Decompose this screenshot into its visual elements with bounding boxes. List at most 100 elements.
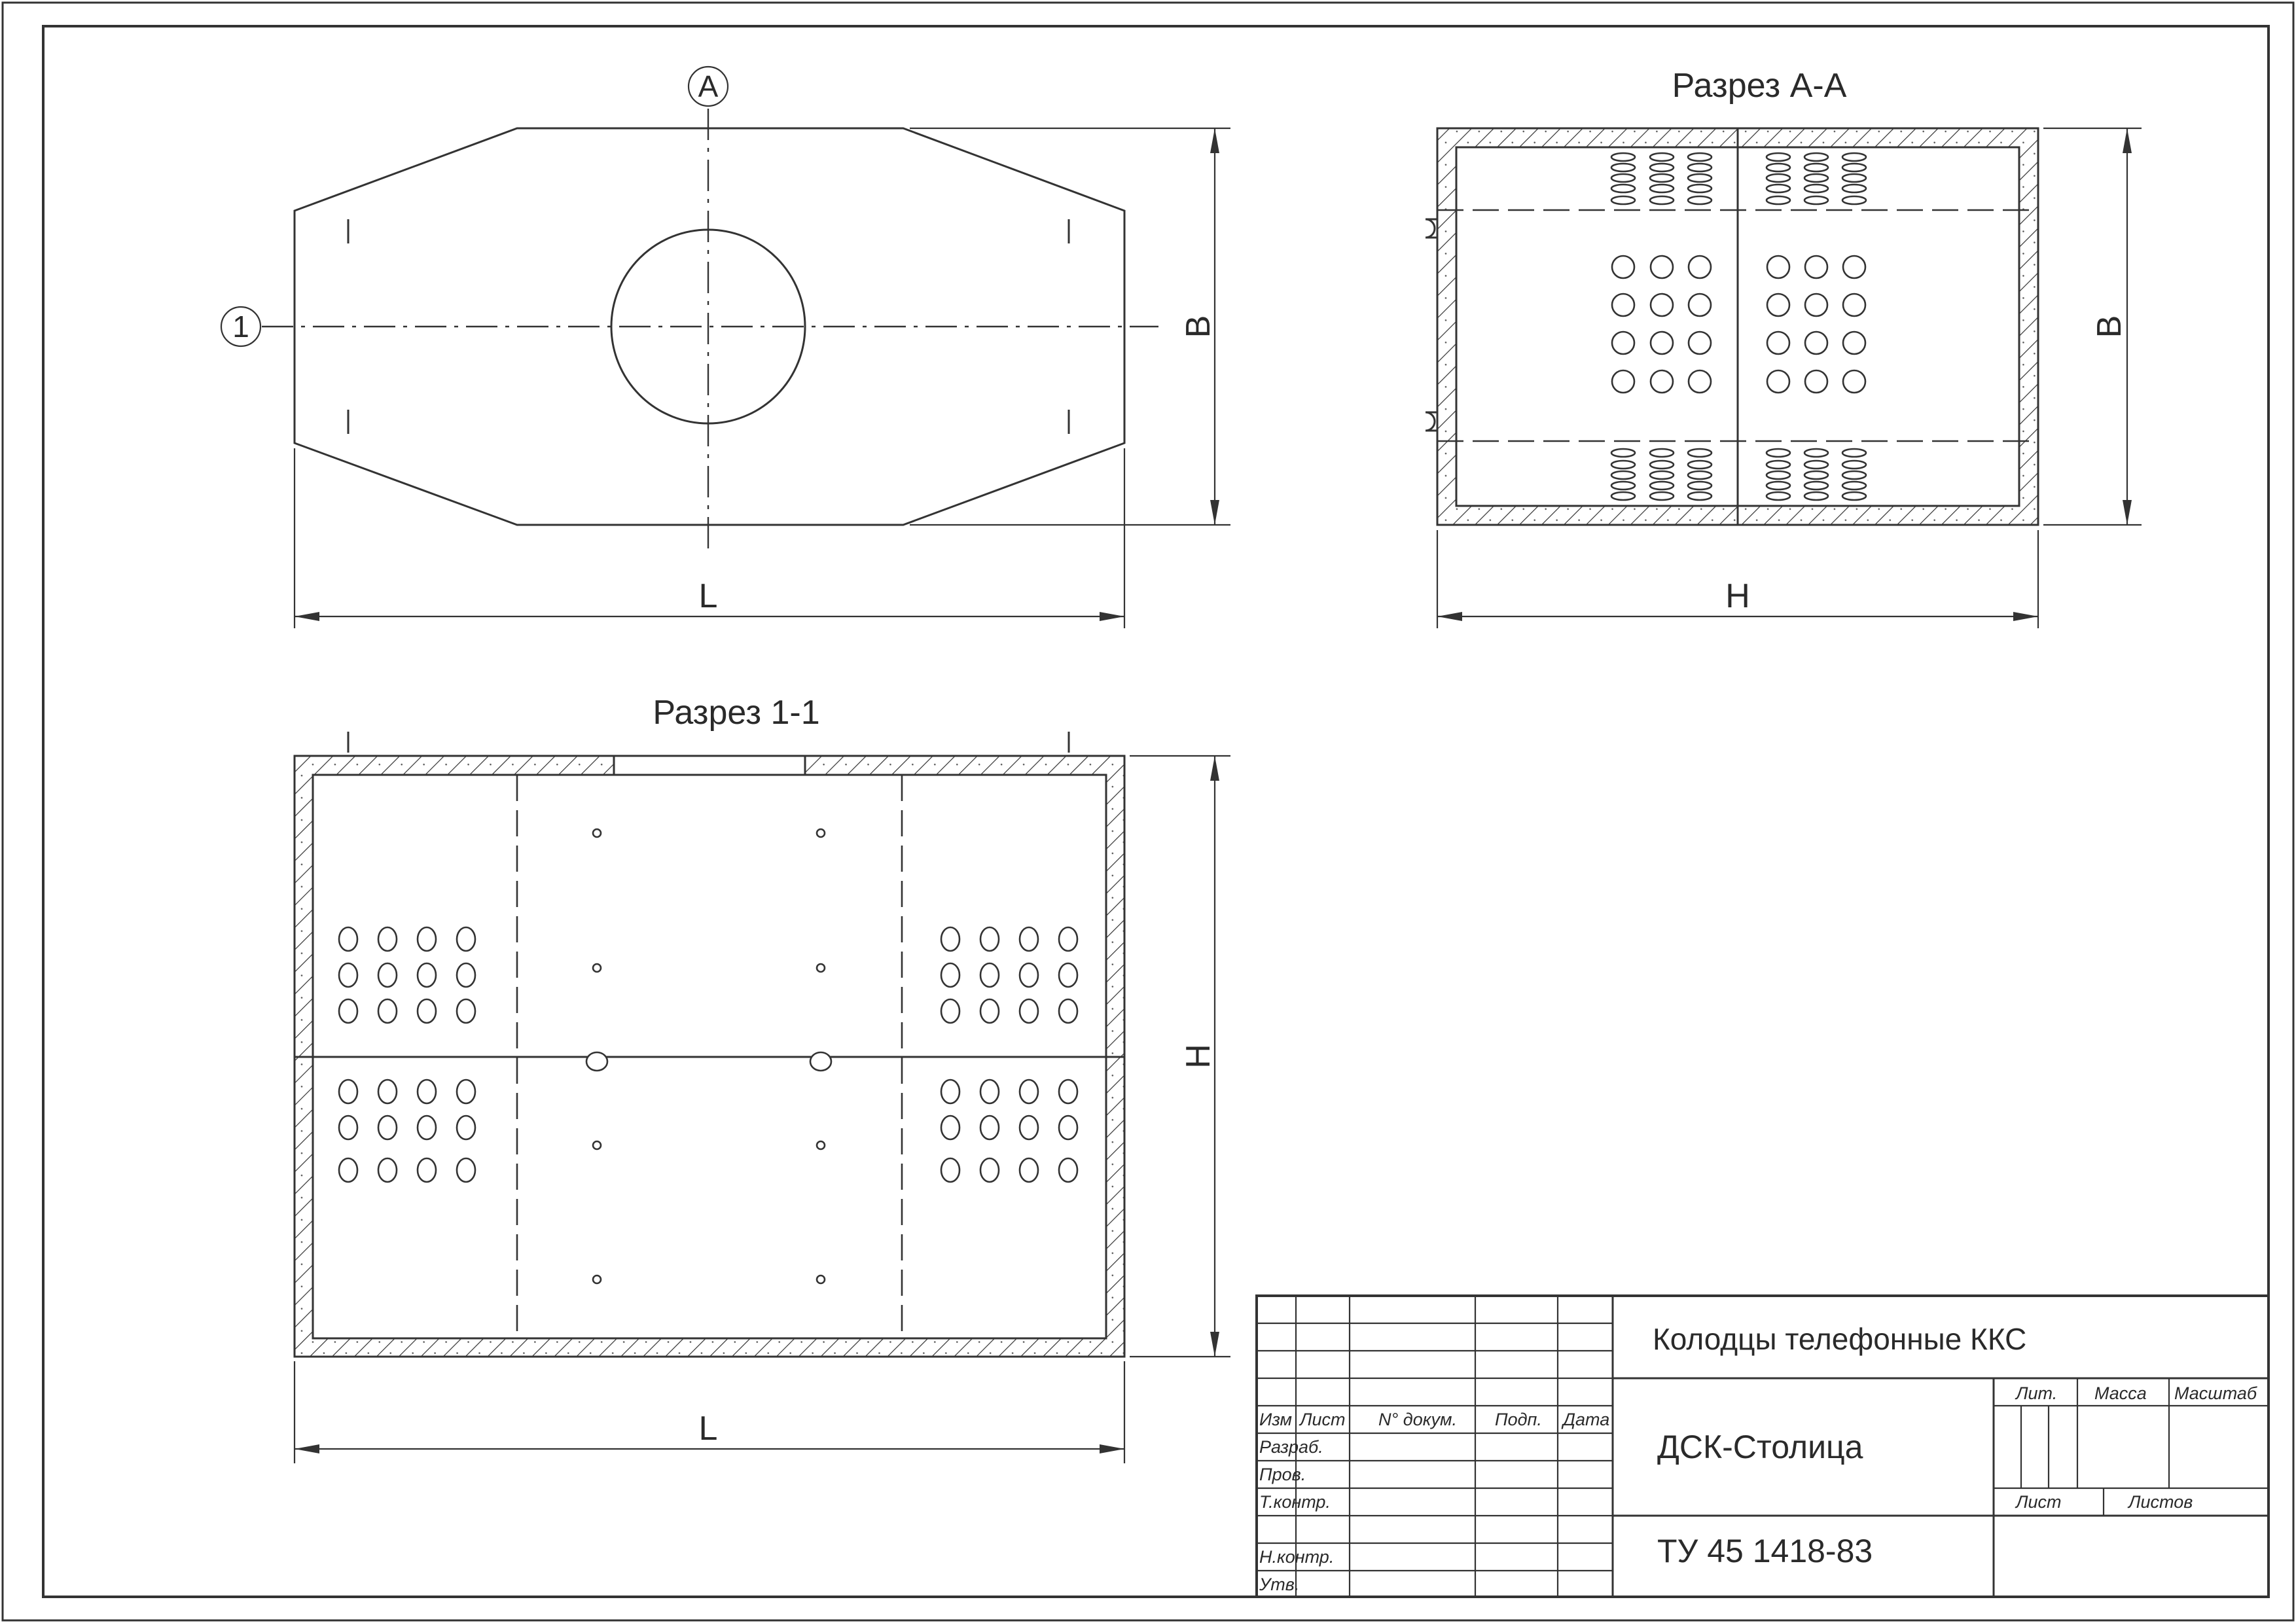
hole-ellipse — [1649, 162, 1675, 173]
anchor-point — [592, 828, 602, 838]
hole-ellipse — [377, 998, 398, 1024]
hole-circle — [1804, 293, 1829, 317]
hole-ellipse — [1687, 470, 1713, 480]
tb-meta-sheet: Лист — [2015, 1492, 2062, 1512]
section-aa-walls — [1436, 127, 2039, 526]
hole-ellipse — [1841, 183, 1867, 194]
hole-ellipse — [1803, 183, 1829, 194]
hole-ellipse — [979, 1115, 1000, 1141]
tb-meta-sheets: Листов — [2127, 1492, 2193, 1512]
hole-ellipse — [1610, 448, 1636, 458]
hole-ellipse — [456, 962, 476, 988]
title-block: Колодцы телефонные ККС ДСК-Столица ТУ 45… — [1255, 1294, 2270, 1598]
anchor-point — [592, 1274, 602, 1285]
hole-ellipse — [416, 1079, 437, 1105]
hole-ellipse — [1687, 459, 1713, 470]
hole-ellipse — [1649, 183, 1675, 194]
arrow-icon — [1437, 612, 1462, 621]
hole-ellipse — [377, 1115, 398, 1141]
hole-ellipse — [1803, 162, 1829, 173]
hole-ellipse — [1687, 152, 1713, 162]
hole-ellipse — [1803, 195, 1829, 205]
hole-ellipse — [1687, 173, 1713, 183]
tb-role-checked: Пров. — [1259, 1465, 1306, 1484]
anchor-point — [816, 963, 826, 973]
hole-ellipse — [1058, 1079, 1079, 1105]
hole-ellipse — [1687, 195, 1713, 205]
hole-ellipse — [1765, 183, 1791, 194]
hole-ellipse — [416, 962, 437, 988]
hole-ellipse — [338, 1157, 359, 1183]
hole-ellipse — [1610, 491, 1636, 501]
plan-dim-b-label: B — [1179, 315, 1217, 338]
hole-circle — [1804, 255, 1829, 279]
hole-ellipse — [940, 962, 961, 988]
hole-ellipse — [979, 926, 1000, 952]
hole-ellipse — [1018, 926, 1039, 952]
hole-circle — [1687, 369, 1712, 394]
hole-circle — [1842, 369, 1867, 394]
hole-ellipse — [416, 926, 437, 952]
tb-role-norm-control: Н.контр. — [1259, 1547, 1334, 1567]
axis-1-label: 1 — [232, 310, 249, 344]
hole-ellipse — [1803, 470, 1829, 480]
hole-ellipse — [1765, 195, 1791, 205]
arrow-icon — [2123, 500, 2132, 525]
axis-a-marker — [687, 65, 729, 107]
hole-ellipse — [1841, 470, 1867, 480]
hole-ellipse — [1687, 448, 1713, 458]
arrow-icon — [1210, 500, 1219, 525]
arrow-icon — [1100, 1444, 1124, 1454]
hole-ellipse — [1765, 459, 1791, 470]
axis-1-marker — [220, 306, 262, 348]
hole-ellipse — [1803, 152, 1829, 162]
hole-ellipse — [1765, 448, 1791, 458]
hole-ellipse — [1841, 195, 1867, 205]
aa-dim-b-label: B — [2090, 315, 2128, 338]
hole-ellipse — [1610, 162, 1636, 173]
hole-ellipse — [1610, 459, 1636, 470]
section-aa-hook — [1425, 218, 1437, 239]
s11-dim-l-label: L — [699, 1410, 718, 1448]
hole-ellipse — [456, 1115, 476, 1141]
arrow-icon — [295, 612, 319, 621]
anchor-point — [816, 1140, 826, 1150]
hole-ellipse — [1610, 183, 1636, 194]
arrow-icon — [295, 1444, 319, 1454]
title-block-frame — [1255, 1294, 2270, 1598]
hole-circle — [1804, 369, 1829, 394]
hole-ellipse — [338, 1079, 359, 1105]
hole-ellipse — [1765, 470, 1791, 480]
hole-ellipse — [1610, 152, 1636, 162]
hole-ellipse — [1841, 480, 1867, 491]
hole-ellipse — [1058, 1115, 1079, 1141]
hole-ellipse — [1058, 1157, 1079, 1183]
hole-circle — [1649, 255, 1674, 279]
hole-ellipse — [1765, 173, 1791, 183]
hole-ellipse — [940, 1079, 961, 1105]
hole-circle — [1842, 330, 1867, 355]
hole-circle — [1611, 330, 1636, 355]
hole-ellipse — [1803, 491, 1829, 501]
arrow-icon — [2123, 128, 2132, 153]
hole-ellipse — [1765, 162, 1791, 173]
hole-ellipse — [416, 998, 437, 1024]
hole-ellipse — [940, 1157, 961, 1183]
tb-col-sheet: Лист — [1299, 1410, 1346, 1429]
tb-col-doc-number: N° докум. — [1378, 1410, 1457, 1429]
hole-ellipse — [1841, 459, 1867, 470]
tb-document-code: ТУ 45 1418-83 — [1657, 1533, 1873, 1569]
plan-view: A 1 L B — [220, 65, 1230, 628]
hole-ellipse — [338, 962, 359, 988]
hole-ellipse — [416, 1115, 437, 1141]
hole-circle — [1649, 293, 1674, 317]
arrow-icon — [2013, 612, 2038, 621]
hole-circle — [1649, 369, 1674, 394]
hole-ellipse — [1841, 173, 1867, 183]
tb-role-tech-control: Т.контр. — [1259, 1492, 1331, 1512]
hole-ellipse — [1841, 162, 1867, 173]
plan-dim-l-label: L — [699, 577, 718, 615]
joint-loop — [809, 1051, 833, 1072]
